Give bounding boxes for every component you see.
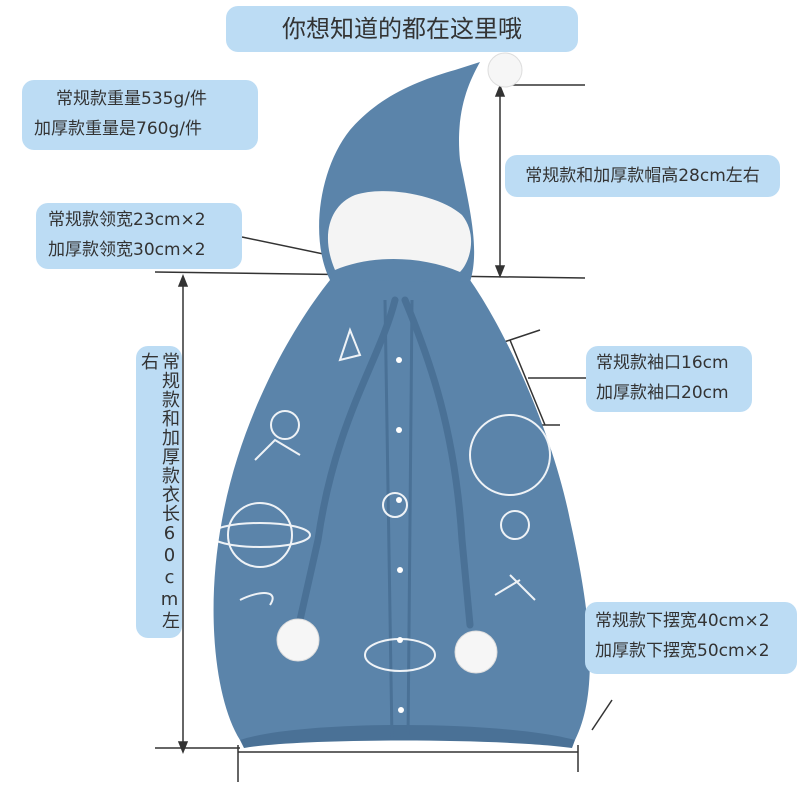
drawstring-pompom-right [454,630,498,674]
hood-pompom [487,52,523,88]
hood-height-label: 常规款和加厚款帽高28cm左右 [505,155,780,197]
hem-pointer-line [591,699,613,731]
hem-width-label: 常规款下摆宽40cm×2 加厚款下摆宽50cm×2 [585,602,797,674]
space-doodles [209,327,551,672]
length-arrow-bottom [177,741,189,755]
drawstring-right [401,296,474,629]
cuff-line [509,339,546,426]
weight-regular: 常规款重量535g/件 [56,89,207,109]
cuff-thick: 加厚款袖口20cm [596,383,729,403]
collar-regular: 常规款领宽23cm×2 [48,210,206,230]
hem-thick: 加厚款下摆宽50cm×2 [595,641,770,661]
baby-cloak [209,52,590,748]
drawstring-pompom-left [276,618,320,662]
cuff-width-label: 常规款袖口16cm 加厚款袖口20cm [586,346,752,412]
garment-length-text: 常规款和加厚款衣长60cm左右 [138,352,180,630]
collar-thick: 加厚款领宽30cm×2 [48,240,206,260]
collar-width-label: 常规款领宽23cm×2 加厚款领宽30cm×2 [36,203,242,269]
hood-arrow-top [494,83,506,97]
weight-thick: 加厚款重量是760g/件 [34,119,202,139]
page-title: 你想知道的都在这里哦 [226,6,578,52]
hem-regular: 常规款下摆宽40cm×2 [595,611,770,631]
drawstring-left [296,296,399,624]
hood-lining [327,191,472,272]
measurement-lines [154,83,613,782]
hood-arrow-bottom [494,265,506,279]
garment-length-label: 常规款和加厚款衣长60cm左右 [136,346,182,638]
cuff-regular: 常规款袖口16cm [596,353,729,373]
length-arrow-top [177,273,189,287]
weight-label: 常规款重量535g/件 加厚款重量是760g/件 [22,80,258,150]
front-opening [383,299,414,741]
